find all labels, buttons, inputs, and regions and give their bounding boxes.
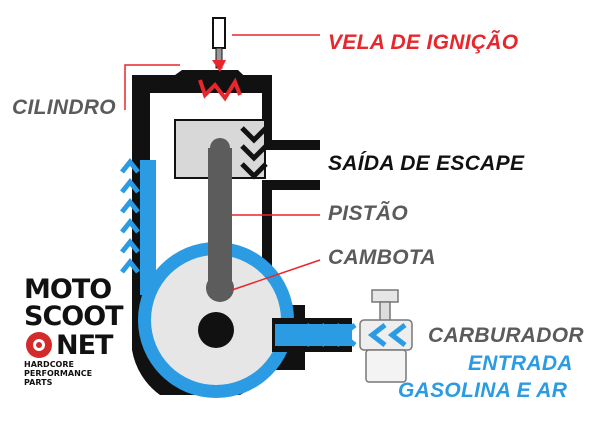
intake-arrows — [292, 323, 357, 347]
label-saida: SAÍDA DE ESCAPE — [328, 152, 525, 175]
crankshaft-center — [198, 312, 234, 348]
spark-plug-icon — [198, 17, 242, 102]
label-entrada-2: GASOLINA E AR — [398, 379, 568, 402]
logo-line-1: MOTO — [24, 274, 112, 305]
logo-tag-1: HARDCORE — [24, 360, 74, 369]
transfer-channel — [140, 160, 156, 295]
transfer-arrows — [120, 157, 140, 274]
logo-row-net: NET — [24, 330, 134, 360]
label-cambota: CAMBOTA — [328, 246, 436, 269]
carburetor-icon — [359, 289, 413, 383]
gear-icon — [26, 332, 52, 358]
exhaust-port — [262, 150, 320, 180]
combustion-chamber — [150, 70, 262, 93]
label-carburador: CARBURADOR — [428, 324, 584, 347]
connecting-rod — [208, 148, 232, 288]
logo-tag-2: PERFORMANCE — [24, 369, 93, 378]
motoscootnet-logo: MOTO SCOOT NET HARDCORE PERFORMANCE PART… — [24, 276, 134, 387]
leader-cilindro — [124, 64, 180, 110]
exhaust-arrows — [240, 126, 268, 180]
leader-cambota — [231, 259, 321, 291]
logo-tag-3: PARTS — [24, 378, 53, 387]
logo-line-2: SCOOT — [24, 301, 124, 332]
label-cilindro: CILINDRO — [12, 96, 116, 119]
leader-lines — [124, 34, 321, 291]
label-entrada-1: ENTRADA — [468, 352, 573, 375]
crank-pin — [206, 274, 234, 302]
label-pistao: PISTÃO — [328, 202, 408, 225]
label-vela: VELA DE IGNIÇÃO — [328, 31, 519, 54]
logo-line-3: NET — [56, 329, 113, 361]
